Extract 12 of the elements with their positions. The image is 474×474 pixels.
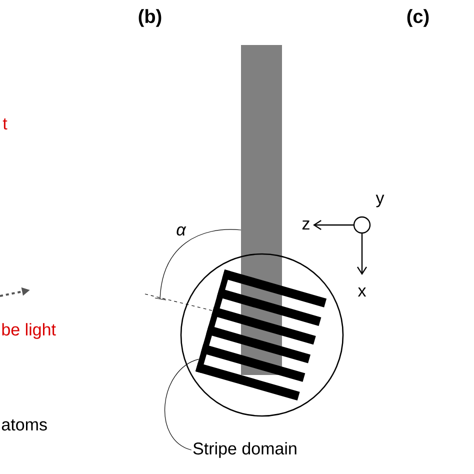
partial-text: be light [2, 323, 56, 339]
axis-label: y [376, 194, 384, 208]
partial-text: atoms [2, 419, 47, 431]
angle-label: α [176, 226, 186, 236]
stripe-domain-drawing [195, 269, 327, 401]
panel-label: (c) [407, 9, 429, 27]
axis-label: z [302, 220, 310, 230]
panel-label: (b) [138, 9, 162, 27]
domain-label: Stripe domain [193, 442, 296, 458]
leader-line [164, 358, 200, 450]
axis-label: x [358, 288, 366, 296]
partial-text: t [2, 118, 8, 130]
